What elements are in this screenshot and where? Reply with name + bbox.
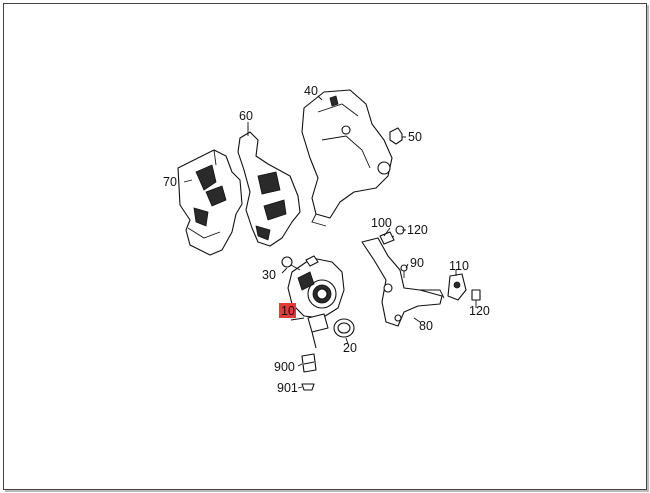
- callout-labels: 10 20 30 40 50 60 70 80 90 100 110 120 1…: [163, 84, 490, 395]
- leader-lines: [183, 95, 477, 389]
- callout-10[interactable]: 10: [281, 304, 295, 318]
- callout-120-lower[interactable]: 120: [469, 304, 490, 318]
- callout-100[interactable]: 100: [371, 216, 392, 230]
- callout-80[interactable]: 80: [419, 319, 433, 333]
- part-30-screw[interactable]: [281, 256, 301, 271]
- part-110-sensor[interactable]: [447, 273, 467, 301]
- part-60-bracket[interactable]: [237, 126, 301, 247]
- highlight-box-10: [279, 303, 296, 318]
- diagram-frame: [3, 3, 647, 490]
- callout-70[interactable]: 70: [163, 175, 177, 189]
- part-900-connector[interactable]: [301, 353, 317, 373]
- part-120b-screw[interactable]: [471, 289, 481, 306]
- callout-60[interactable]: 60: [239, 109, 253, 123]
- part-90-bolt[interactable]: [400, 264, 408, 278]
- callout-30[interactable]: 30: [262, 268, 276, 282]
- part-901-clip[interactable]: [301, 383, 315, 391]
- part-40-plate[interactable]: [301, 89, 393, 227]
- callout-110[interactable]: 110: [449, 259, 469, 273]
- part-50-bolt[interactable]: [389, 127, 406, 145]
- callout-120-upper[interactable]: 120: [407, 223, 428, 237]
- callout-900[interactable]: 900: [274, 360, 295, 374]
- callout-40[interactable]: 40: [304, 84, 318, 98]
- part-20-oring[interactable]: [333, 318, 355, 338]
- part-80-lever-bracket[interactable]: [361, 235, 445, 327]
- part-70-housing[interactable]: [177, 149, 243, 256]
- callout-90[interactable]: 90: [410, 256, 424, 270]
- callout-50[interactable]: 50: [408, 130, 422, 144]
- part-100-nut[interactable]: [379, 231, 395, 245]
- callout-20[interactable]: 20: [343, 341, 357, 355]
- callout-901[interactable]: 901: [277, 381, 298, 395]
- part-10-pump[interactable]: [287, 255, 345, 349]
